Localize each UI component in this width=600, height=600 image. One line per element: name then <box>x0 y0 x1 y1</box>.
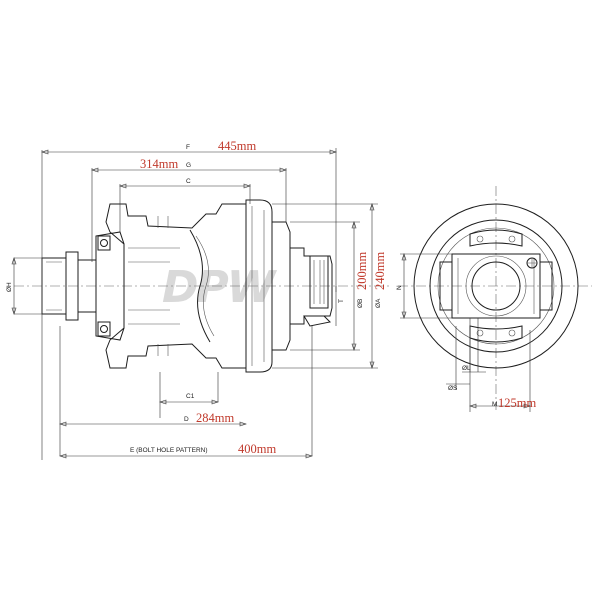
side-view: F 445mm 314mm G C C1 D 284mm E (BOLT HOL… <box>6 139 392 460</box>
label-M: M <box>492 401 497 408</box>
left-lug <box>439 261 453 311</box>
label-L: ØL <box>462 365 471 372</box>
label-D: D <box>184 416 189 423</box>
shaft-collar <box>65 251 79 321</box>
label-C: C <box>186 178 191 185</box>
front-view: N ØL ØS M 125mm <box>396 186 592 412</box>
label-E: E (BOLT HOLE PATTERN) <box>130 447 208 454</box>
roller-flange <box>245 199 273 373</box>
right-shaft <box>290 247 333 325</box>
dimension-G-value: 314mm <box>140 157 178 171</box>
dimension-M-value: 125mm <box>498 396 536 410</box>
label-T: T <box>338 299 345 303</box>
bottom-strap <box>469 325 523 343</box>
bolt-hole <box>476 329 484 337</box>
label-B: ØB <box>357 299 364 308</box>
bolt-head <box>100 239 108 247</box>
dpw-logo-watermark: DPW <box>162 262 278 313</box>
label-F: F <box>186 144 190 151</box>
label-N: N <box>396 285 403 290</box>
label-H: ØH <box>6 282 13 292</box>
label-C1: C1 <box>186 393 195 400</box>
bolt-hole <box>476 235 484 243</box>
bolt-hole <box>508 235 516 243</box>
outer-flange-circle <box>413 203 579 369</box>
dimension-E-value: 400mm <box>238 442 276 456</box>
dimension-F-value: 445mm <box>218 139 256 153</box>
right-lug <box>539 261 553 311</box>
shaft-circle <box>471 261 521 311</box>
dimension-D-value: 284mm <box>196 411 234 425</box>
bolt-hole <box>508 329 516 337</box>
label-S: ØS <box>448 385 458 392</box>
label-G: G <box>186 162 191 169</box>
shaft-flat <box>309 255 329 309</box>
bolt-head <box>100 325 108 333</box>
roller-body <box>105 203 247 369</box>
label-A: ØA <box>375 298 382 308</box>
dimension-A-value: 240mm <box>373 252 387 290</box>
right-hub <box>272 221 291 351</box>
top-strap <box>469 229 523 247</box>
dimension-B-value: 200mm <box>355 252 369 290</box>
tread-circle <box>429 219 563 353</box>
